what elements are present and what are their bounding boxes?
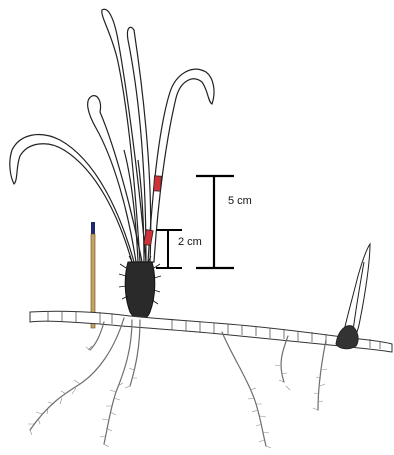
leaf-blade-center — [127, 27, 150, 262]
leaf-blades — [10, 9, 214, 262]
shoot-base — [119, 256, 161, 320]
root-2 — [104, 320, 132, 444]
root-5 — [281, 336, 288, 382]
leaf-marker-upper — [153, 176, 161, 191]
root-hairs — [28, 346, 327, 448]
scale-label-small: 2 cm — [178, 236, 202, 248]
scale-label-large: 5 cm — [228, 195, 252, 207]
leaf-marker-lower — [144, 230, 153, 246]
root-6 — [318, 340, 326, 410]
leaf-blade-right-curl — [148, 69, 214, 262]
scale-bar-large — [196, 176, 234, 268]
young-shoot — [336, 244, 370, 349]
root-4 — [222, 332, 266, 446]
